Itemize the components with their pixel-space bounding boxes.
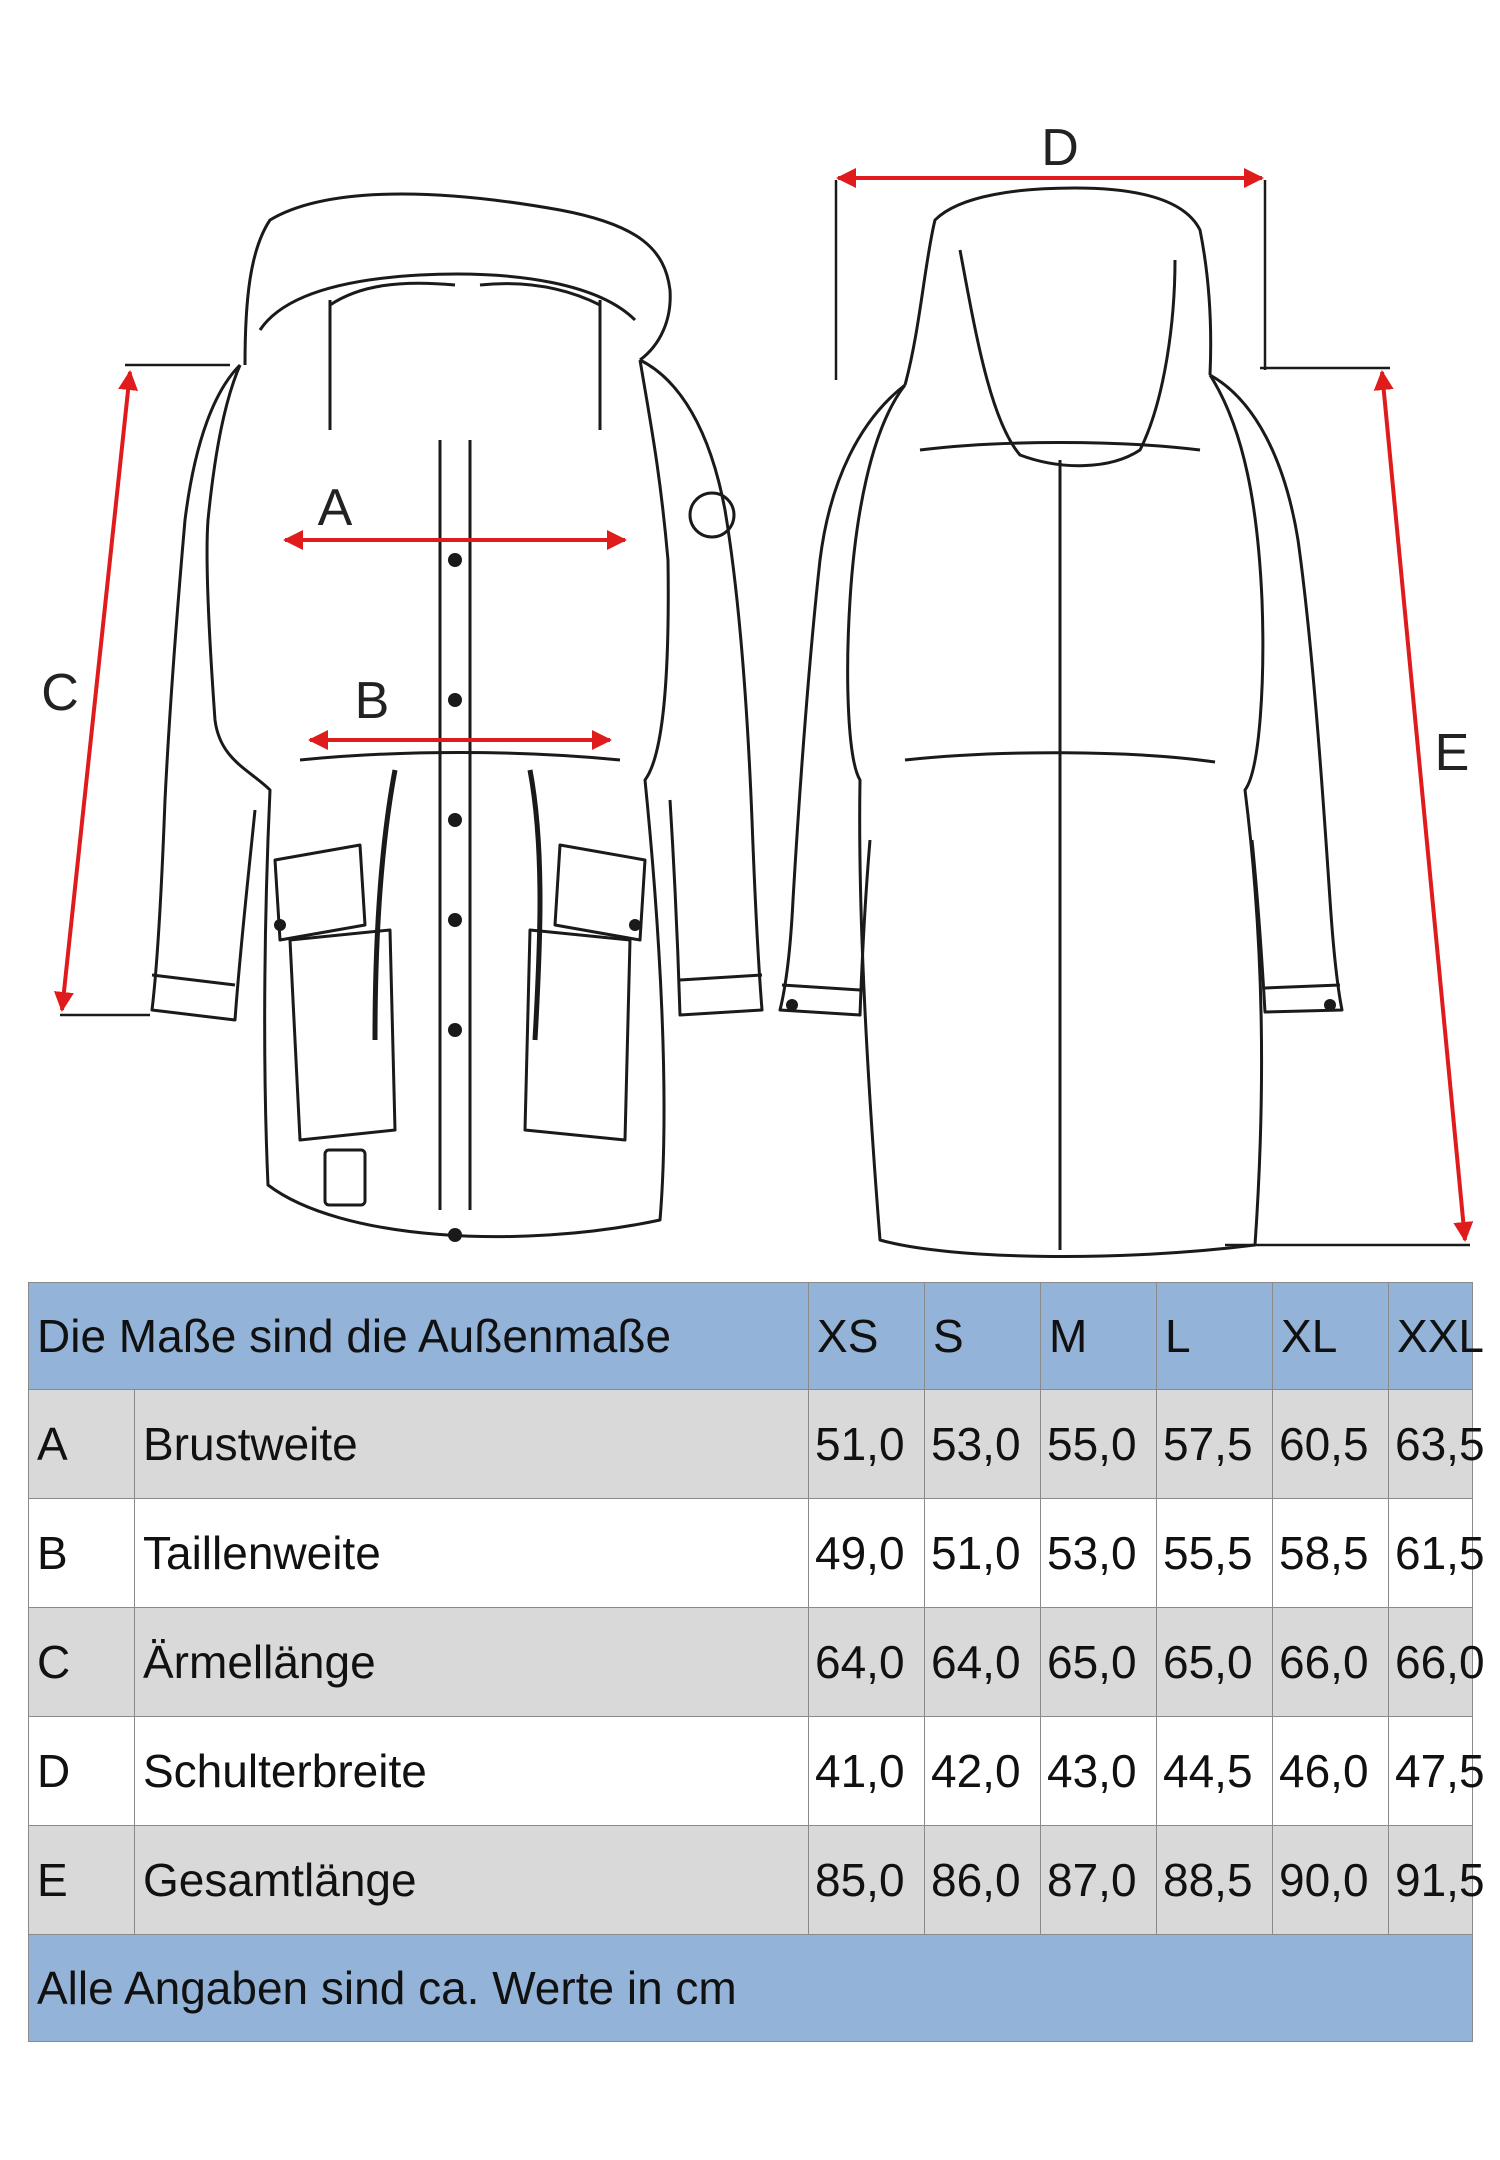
value-cell: 47,5 (1388, 1716, 1485, 1826)
table-header-row: Die Maße sind die Außenmaße XS S M L XL … (27, 1282, 1484, 1390)
value-cell: 51,0 (808, 1389, 926, 1499)
row-name: Schulterbreite (133, 1716, 810, 1826)
value-cell: 55,0 (1040, 1389, 1158, 1499)
row-name: Taillenweite (133, 1498, 810, 1608)
value-cell: 91,5 (1388, 1825, 1485, 1935)
value-cell: 42,0 (924, 1716, 1042, 1826)
value-cell: 60,5 (1272, 1389, 1390, 1499)
row-key: E (28, 1825, 135, 1935)
value-cell: 85,0 (808, 1825, 926, 1935)
value-cell: 57,5 (1156, 1389, 1274, 1499)
footer-note: Alle Angaben sind ca. Werte in cm (27, 1934, 1474, 2042)
row-name: Gesamtlänge (133, 1825, 810, 1935)
value-cell: 43,0 (1040, 1716, 1158, 1826)
value-cell: 53,0 (1040, 1498, 1158, 1608)
arrow-e (1373, 370, 1474, 1242)
size-header-l: L (1156, 1282, 1274, 1390)
table-footer-row: Alle Angaben sind ca. Werte in cm (27, 1934, 1474, 2042)
value-cell: 64,0 (924, 1607, 1042, 1717)
back-jacket-outline (778, 186, 1344, 1258)
size-header-xs: XS (808, 1282, 926, 1390)
label-c: C (41, 664, 79, 722)
size-header-s: S (924, 1282, 1042, 1390)
jacket-measurement-diagram: A B C D E (41, 119, 1474, 1258)
table-row: C Ärmellänge 64,0 64,0 65,0 65,0 66,0 66… (28, 1607, 1485, 1717)
value-cell: 49,0 (808, 1498, 926, 1608)
table-row: D Schulterbreite 41,0 42,0 43,0 44,5 46,… (28, 1716, 1485, 1826)
value-cell: 86,0 (924, 1825, 1042, 1935)
row-name: Ärmellänge (133, 1607, 810, 1717)
table-row: A Brustweite 51,0 53,0 55,0 57,5 60,5 63… (28, 1389, 1485, 1499)
label-a: A (318, 479, 353, 537)
label-d: D (1041, 119, 1079, 177)
value-cell: 41,0 (808, 1716, 926, 1826)
row-name: Brustweite (133, 1389, 810, 1499)
value-cell: 90,0 (1272, 1825, 1390, 1935)
value-cell: 53,0 (924, 1389, 1042, 1499)
label-e: E (1435, 724, 1470, 782)
header-label: Die Maße sind die Außenmaße (27, 1282, 810, 1390)
value-cell: 88,5 (1156, 1825, 1274, 1935)
value-cell: 87,0 (1040, 1825, 1158, 1935)
dimension-lines (53, 168, 1474, 1242)
value-cell: 66,0 (1388, 1607, 1485, 1717)
value-cell: 64,0 (808, 1607, 926, 1717)
value-cell: 58,5 (1272, 1498, 1390, 1608)
value-cell: 61,5 (1388, 1498, 1485, 1608)
size-header-xl: XL (1272, 1282, 1390, 1390)
value-cell: 46,0 (1272, 1716, 1390, 1826)
label-b: B (355, 672, 390, 730)
size-header-m: M (1040, 1282, 1158, 1390)
value-cell: 44,5 (1156, 1716, 1274, 1826)
extension-lines (60, 180, 1470, 1247)
row-key: D (28, 1716, 135, 1826)
value-cell: 65,0 (1156, 1607, 1274, 1717)
size-header-xxl: XXL (1388, 1282, 1484, 1390)
row-key: A (28, 1389, 135, 1499)
back-jacket-buttons (786, 999, 1336, 1011)
front-jacket-buttons (274, 553, 641, 1242)
row-key: C (28, 1607, 135, 1717)
arrow-c (53, 370, 139, 1012)
front-jacket-outline (150, 192, 764, 1239)
table-row: E Gesamtlänge 85,0 86,0 87,0 88,5 90,0 9… (28, 1825, 1485, 1935)
value-cell: 65,0 (1040, 1607, 1158, 1717)
value-cell: 63,5 (1388, 1389, 1485, 1499)
row-key: B (28, 1498, 135, 1608)
value-cell: 55,5 (1156, 1498, 1274, 1608)
value-cell: 66,0 (1272, 1607, 1390, 1717)
size-chart-table: Die Maße sind die Außenmaße XS S M L XL … (27, 1282, 1485, 2042)
table-row: B Taillenweite 49,0 51,0 53,0 55,5 58,5 … (28, 1498, 1485, 1608)
value-cell: 51,0 (924, 1498, 1042, 1608)
